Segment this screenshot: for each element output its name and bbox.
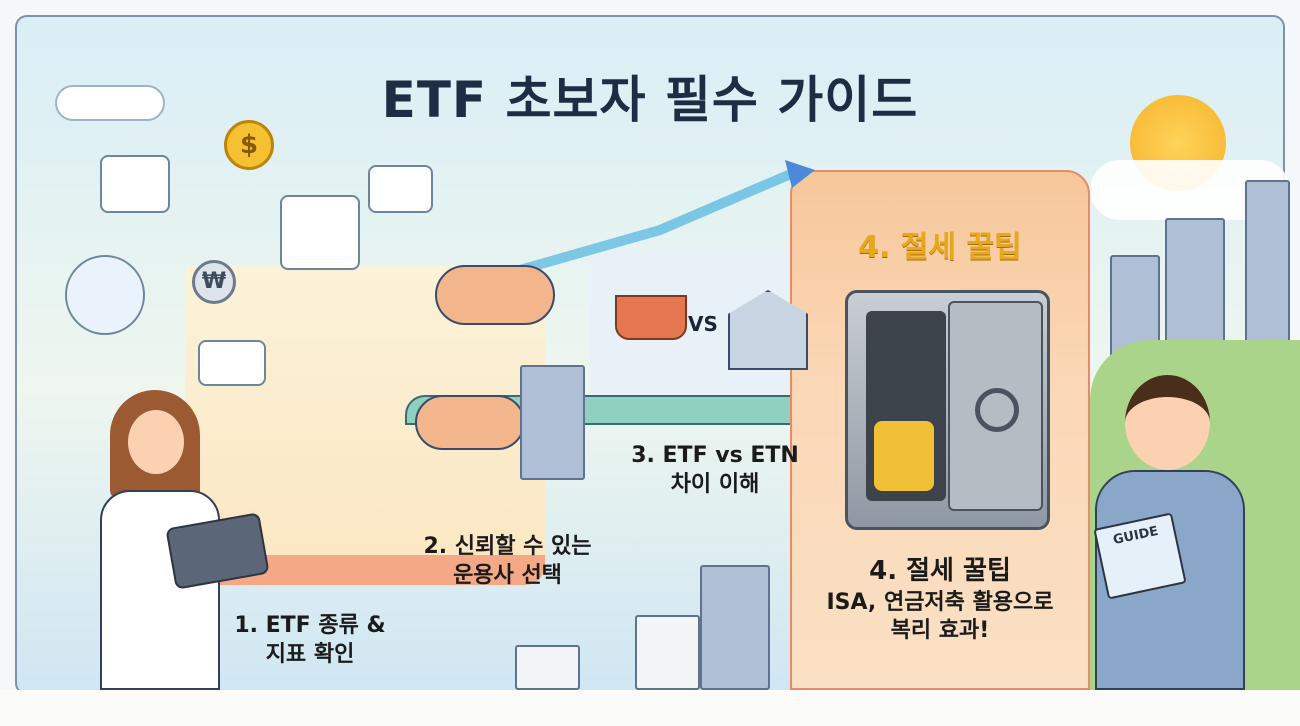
handshake-icon — [415, 395, 525, 450]
cloud-icon — [55, 85, 165, 121]
chat-icon — [368, 165, 433, 213]
dollar-coin-icon: $ — [224, 120, 274, 170]
step-2-line1: 2. 신뢰할 수 있는 — [423, 534, 592, 559]
chart-icon — [280, 195, 360, 270]
man-face — [1125, 375, 1210, 470]
step-4-title: 4. 절세 꿀팁 — [869, 556, 1011, 586]
step-4-heading: 4. 절세 꿀팁 — [858, 230, 1022, 265]
safe-icon — [845, 290, 1050, 530]
building-icon — [700, 565, 770, 690]
step-1-label: 1. ETF 종류 & 지표 확인 — [210, 612, 410, 669]
house-icon — [515, 645, 580, 690]
woman-face — [128, 410, 184, 474]
step-3-label: 3. ETF vs ETN 차이 이해 — [615, 442, 815, 499]
building-icon — [520, 365, 585, 480]
step-4-line1: ISA, 연금저축 활용으로 — [826, 589, 1054, 615]
money-basket-icon — [615, 295, 687, 340]
bottom-strip — [0, 690, 1300, 726]
step-3-line1: 3. ETF vs ETN — [631, 443, 799, 468]
chart-icon — [100, 155, 170, 213]
vs-label: VS — [688, 312, 718, 336]
handshake-icon — [435, 265, 555, 325]
microscope-icon — [65, 255, 145, 335]
building-icon — [1165, 218, 1225, 358]
chat-icon — [198, 340, 266, 386]
safe-coins — [866, 311, 946, 501]
step-3-line2: 차이 이해 — [670, 471, 760, 497]
step-4-line2: 복리 효과! — [890, 618, 990, 644]
won-coin-icon: ₩ — [192, 260, 236, 304]
safe-door — [948, 301, 1043, 511]
house-icon — [635, 615, 700, 690]
step-4-label: 4. 절세 꿀팁 ISA, 연금저축 활용으로 복리 효과! — [790, 555, 1090, 646]
building-icon — [1245, 180, 1290, 360]
woman-body — [100, 490, 220, 690]
page-title: ETF 초보자 필수 가이드 — [381, 71, 919, 129]
step-2-line2: 운용사 선택 — [453, 562, 562, 588]
step-1-line2: 지표 확인 — [265, 641, 355, 667]
step-1-line1: 1. ETF 종류 & — [234, 613, 386, 638]
growth-arrow-icon — [520, 160, 815, 275]
